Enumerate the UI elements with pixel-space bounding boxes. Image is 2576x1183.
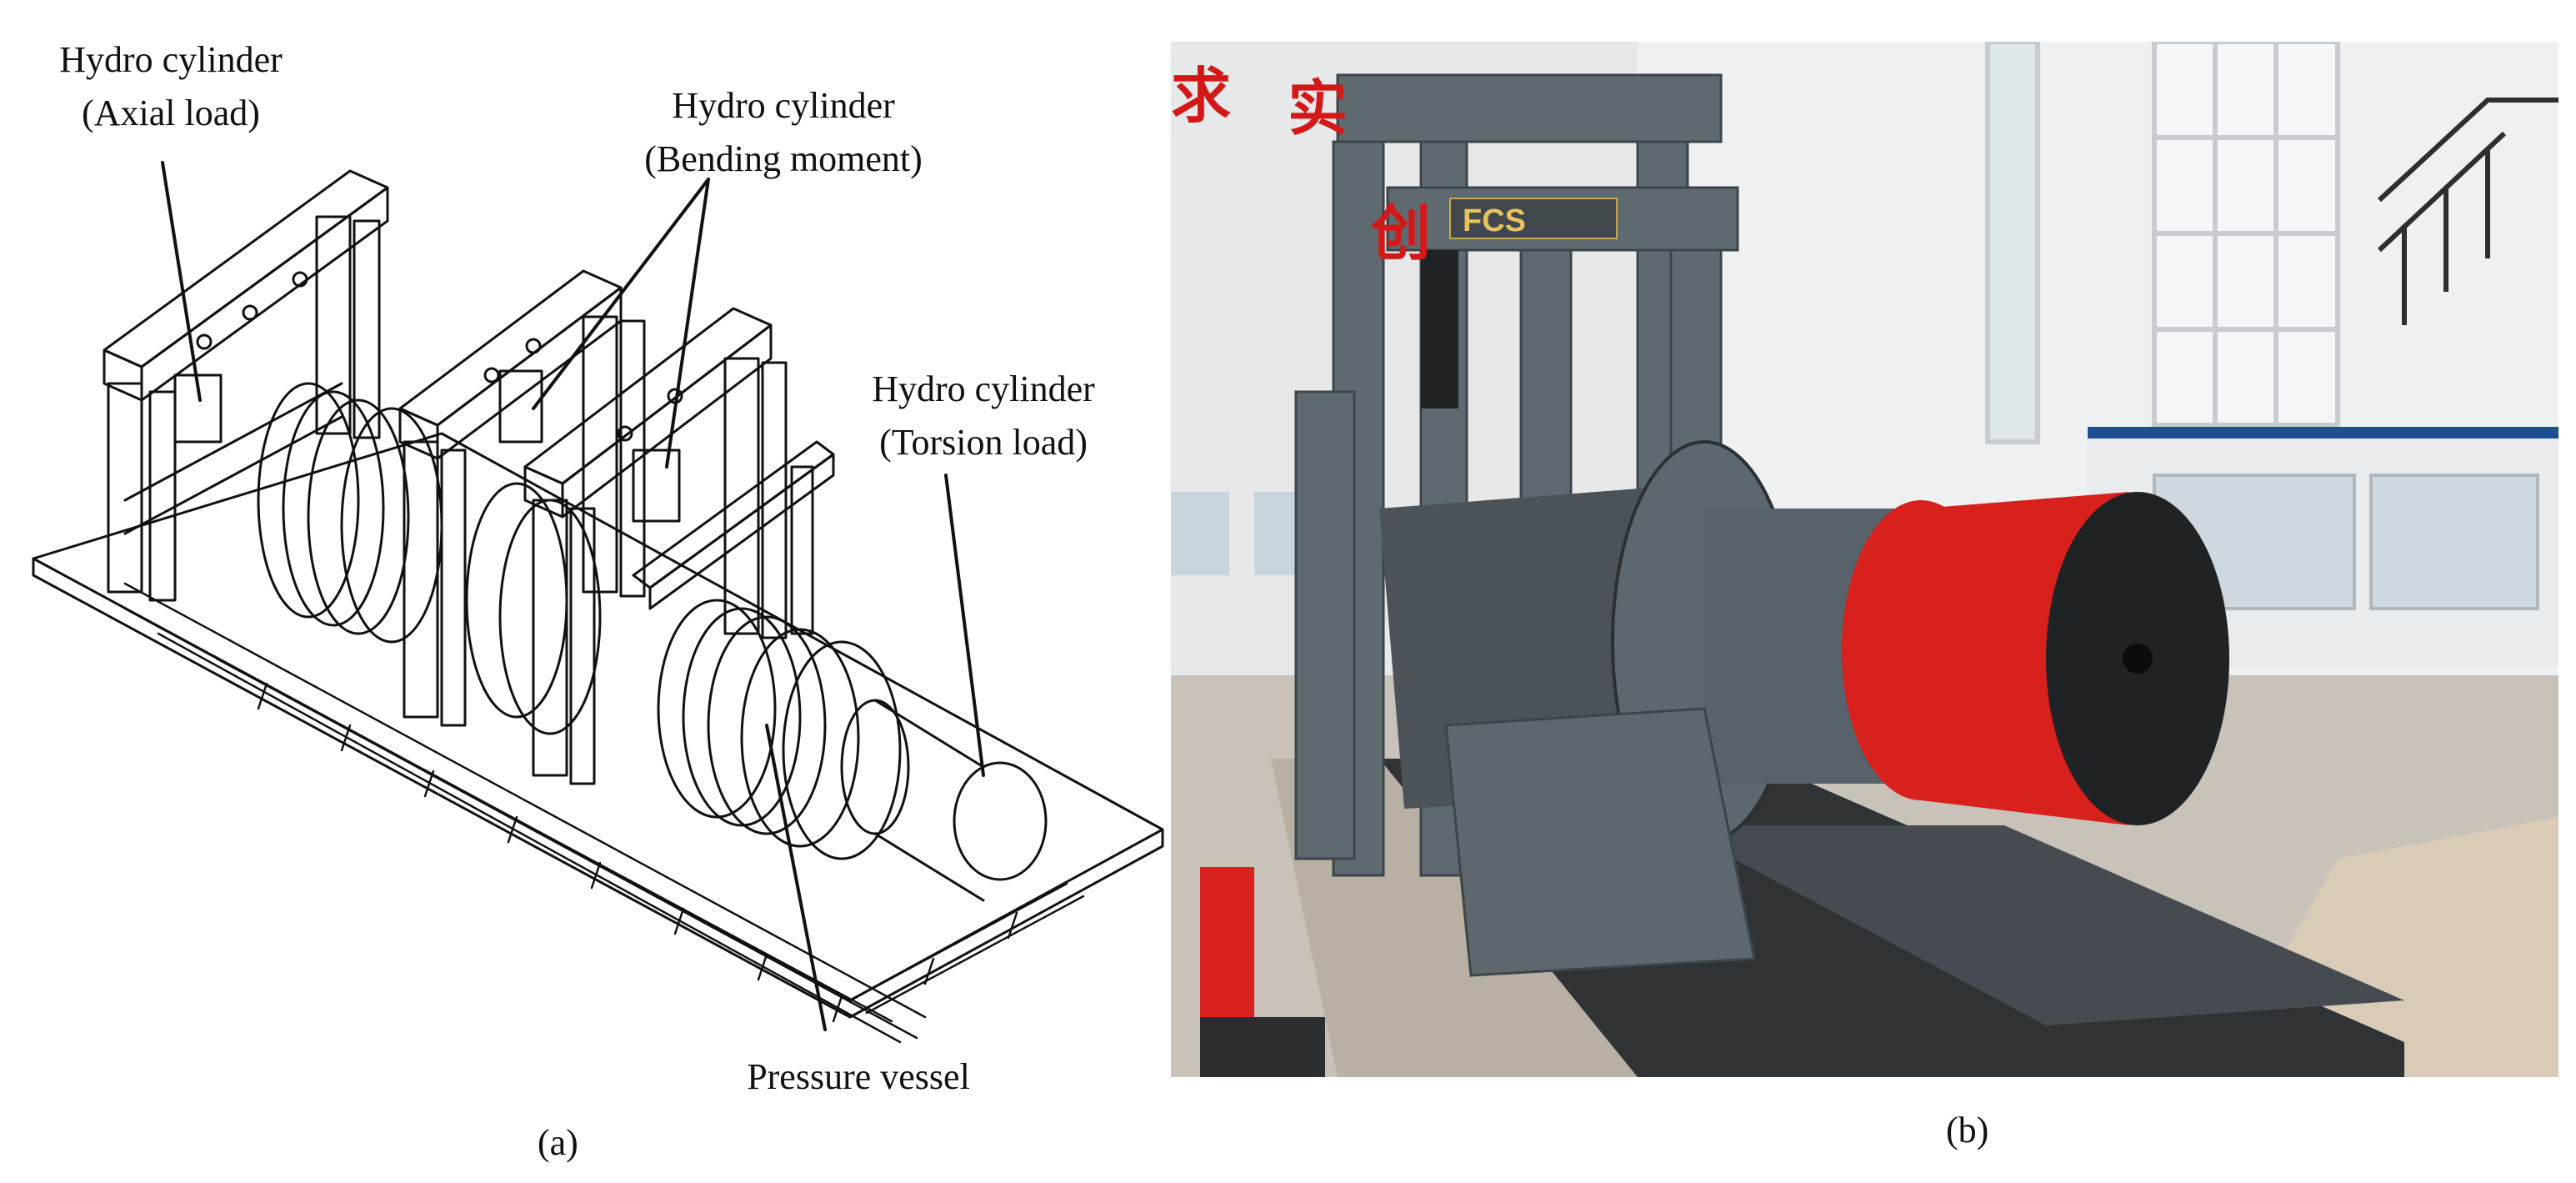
bed-rails — [123, 582, 1085, 1044]
wall-poster-1 — [1171, 492, 1229, 575]
frame-badge-text: FCS — [1463, 203, 1526, 238]
loading-frame-axial — [103, 169, 389, 602]
callout-pressure-vessel: Pressure vessel — [717, 1050, 1000, 1104]
callout-torsion-load: Hydro cylinder (Torsion load) — [842, 363, 1125, 469]
callout-bending-line1: Hydro cylinder — [672, 85, 895, 126]
wall-char-3: 创 — [1371, 198, 1431, 268]
callout-axial-load: Hydro cylinder (Axial load) — [54, 33, 288, 140]
workshop-windows — [1985, 42, 2340, 444]
callout-axial-line1: Hydro cylinder — [59, 39, 283, 80]
wall-char-2: 实 — [1288, 73, 1348, 143]
base-plate — [32, 432, 1164, 1019]
staircase — [2377, 98, 2558, 325]
panel-a-sublabel: (a) — [538, 1122, 578, 1163]
hydraulic-tank — [1200, 867, 1254, 1034]
panel-b-sublabel: (b) — [1946, 1110, 1989, 1150]
torsion-arm — [632, 440, 835, 635]
test-rig-line-drawing — [32, 161, 1164, 1044]
test-rig-photograph: FCS 求 实 创 — [1171, 42, 2558, 1077]
loading-frame-bending-1 — [398, 269, 646, 727]
vertical-actuator — [1421, 250, 1458, 409]
loading-frame-bending-2 — [523, 307, 788, 785]
callout-torsion-line1: Hydro cylinder — [872, 368, 1095, 409]
pressure-vessel-drawing — [257, 382, 1048, 902]
callout-axial-line2: (Axial load) — [82, 93, 260, 133]
frame-badge — [1449, 198, 1618, 239]
callout-vessel-line1: Pressure vessel — [747, 1056, 970, 1097]
callout-bending-line2: (Bending moment) — [644, 138, 923, 179]
support-pedestal — [1444, 707, 1756, 977]
callout-bending-moment: Hydro cylinder (Bending moment) — [625, 79, 942, 186]
callout-torsion-line2: (Torsion load) — [879, 422, 1088, 463]
callout-leaders — [161, 161, 985, 1031]
wall-char-1: 求 — [1171, 61, 1231, 131]
cylinder-blocks — [173, 369, 681, 523]
